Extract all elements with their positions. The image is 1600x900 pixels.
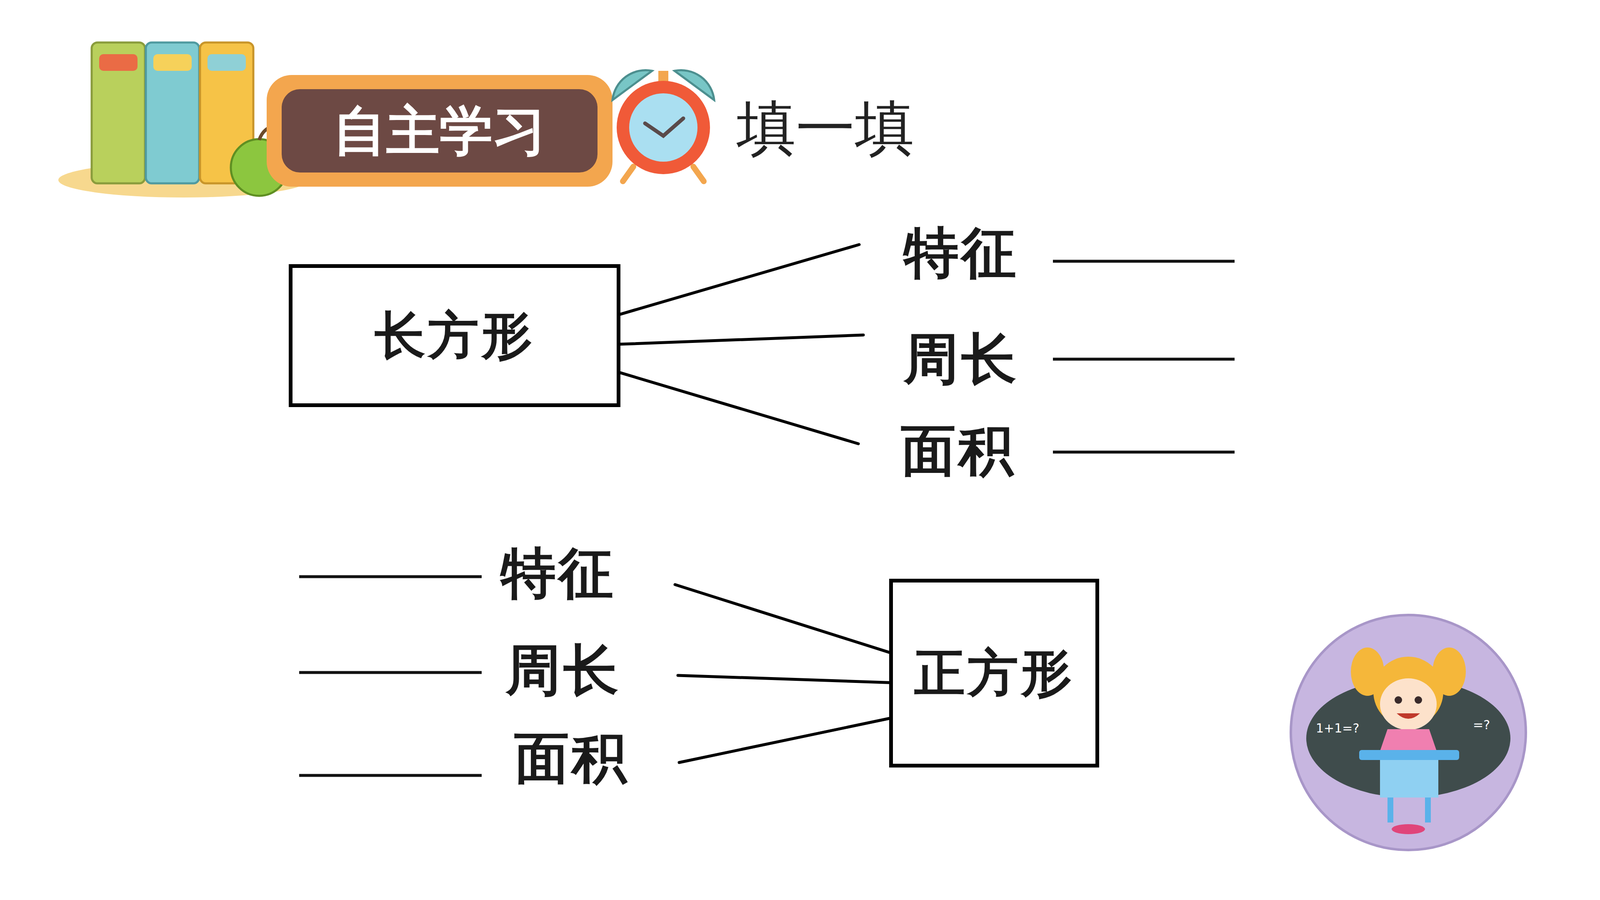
node-text: 周长 xyxy=(903,327,1019,391)
connector-line xyxy=(675,584,890,653)
term-label: 面积 xyxy=(513,726,630,790)
title-badge xyxy=(266,75,613,187)
heading: 填一填 xyxy=(736,94,915,163)
connector-line xyxy=(677,675,890,683)
connector-line xyxy=(620,372,859,444)
connector-line xyxy=(679,718,890,763)
node-text: 特征 xyxy=(903,221,1019,285)
node-text: 长方形 xyxy=(374,306,535,365)
answer-blank xyxy=(299,261,1235,776)
term-label: 特征 xyxy=(902,221,1020,285)
term-label: 周长 xyxy=(902,327,1020,391)
girl-illustration xyxy=(1290,615,1526,850)
board-text: 1+1=? xyxy=(1315,721,1360,736)
shape-box: 长方形 xyxy=(288,264,621,408)
term-label: 周长 xyxy=(505,638,622,703)
badge-title: 自主学习 xyxy=(332,100,547,162)
node-text: 面积 xyxy=(514,726,630,790)
alarm-clock-icon xyxy=(612,70,715,182)
node-text: 周长 xyxy=(505,638,621,703)
node-text: 面积 xyxy=(900,419,1016,483)
node-text: 特征 xyxy=(500,541,616,605)
node-text: 正方形 xyxy=(914,643,1075,703)
board-text: =? xyxy=(1472,717,1490,733)
term-label: 特征 xyxy=(500,541,617,605)
connector-line xyxy=(620,335,864,345)
shape-box: 正方形 xyxy=(889,578,1100,768)
term-label: 面积 xyxy=(900,419,1017,483)
connector-line xyxy=(620,244,860,315)
